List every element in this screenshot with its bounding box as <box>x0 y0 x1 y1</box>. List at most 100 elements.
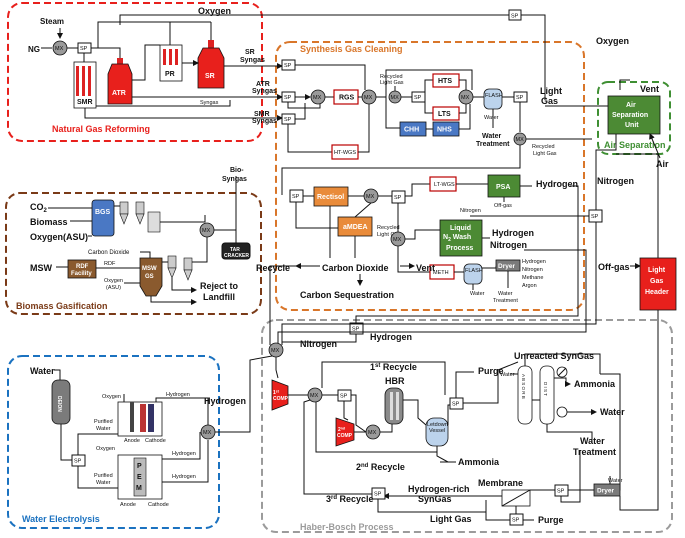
label-nitrogen-small: Nitrogen <box>460 208 481 214</box>
label-1st-recycle: 1st Recycle <box>370 362 417 372</box>
label-unreacted-syngas: Unreacted SynGas <box>514 351 594 361</box>
splitter-hb-top-label: SP <box>352 327 360 333</box>
flow-to-hts <box>424 79 433 97</box>
unit-hts-label: HTS <box>438 78 452 85</box>
flow-h2-pem2 <box>162 440 209 483</box>
flow-smr-syngas <box>84 108 283 121</box>
cyclones-msw-icon <box>167 255 193 281</box>
label-msw: MSW <box>30 263 53 273</box>
mixer-sgc-7-label: MX <box>393 237 402 243</box>
unit-rdf-label-2: Facility <box>71 271 92 277</box>
unit-pem-label-e: E <box>137 474 142 481</box>
splitter-hb-2-label: SP <box>452 402 460 408</box>
label-recycled-lg-4: Light Gas <box>533 151 557 157</box>
label-nitrogen-1: Nitrogen <box>597 176 634 186</box>
flow-1st-recycle <box>321 361 446 395</box>
unit-hbr <box>384 387 404 425</box>
flow-to-ltwgs <box>405 183 430 197</box>
flow-mx-tar <box>214 229 237 243</box>
flow-co2-mswgs <box>140 251 151 258</box>
flow-recycle-to-hb <box>269 265 296 345</box>
unit-msw-gs-label-1: MSW <box>142 266 157 272</box>
label-purified-1a: Purified <box>94 419 113 425</box>
splitter-top-label: SP <box>511 14 519 20</box>
label-water-flash: Water <box>484 115 499 121</box>
label-smr-syngas-2: Syngas <box>252 118 277 125</box>
splitter-hb-4-label: SP <box>374 492 382 498</box>
splitter-hb-3-label: SP <box>557 489 565 495</box>
unit-lgh-label-1: Light <box>648 267 666 274</box>
flow-lts-mx <box>459 104 467 114</box>
mixer-we-label: MX <box>203 430 212 436</box>
label-reject-1: Reject to <box>200 281 239 291</box>
label-hydrogen-4: Hydrogen <box>204 396 246 406</box>
flow-hbr-letdown <box>403 399 427 426</box>
splitter-sgc-3-label: SP <box>284 117 292 123</box>
label-water-hb2: Water <box>600 407 625 417</box>
mixer-hb-3-label: MX <box>368 430 377 436</box>
flow-sp3-mx <box>295 103 306 120</box>
label-co2: CO2 <box>30 202 48 214</box>
label-recycled-lg-3: Recycled <box>532 144 555 150</box>
label-ammonia-2: Ammonia <box>458 457 500 467</box>
pr-tubes-icon <box>163 49 178 65</box>
label-hydrogen-1: Hydrogen <box>536 179 578 189</box>
splitter-sgc-6-label: SP <box>292 194 300 200</box>
mixer-sgc-6-label: MX <box>366 194 375 200</box>
unit-asu-label-1: Air <box>626 102 636 109</box>
flow-sp2-down <box>287 102 321 109</box>
label-dryer-out-4: Argon <box>522 283 537 289</box>
unit-comp-2-label-2: COMP <box>337 433 353 439</box>
label-cathode-2: Cathode <box>148 502 169 508</box>
flow-h2-we1 <box>155 397 209 425</box>
label-carbon-dioxide-2: Carbon Dioxide <box>88 250 130 256</box>
label-water-3: Water <box>498 291 513 297</box>
flow-sp6-amdea <box>295 202 338 229</box>
unit-comp-1 <box>271 379 289 411</box>
splitter-sgc-4-label: SP <box>414 95 422 101</box>
splitter-sgc-2-label: SP <box>284 95 292 101</box>
label-dryer-out-2: Nitrogen <box>522 267 543 273</box>
label-h-rich-2: SynGas <box>418 494 452 504</box>
unit-pem-label-p: P <box>137 463 142 470</box>
unit-atr-label: ATR <box>112 90 126 97</box>
flow-flash2-dryer <box>482 266 497 269</box>
label-recycled-lg-5: Recycled <box>377 225 400 231</box>
region-biomass-gasification <box>5 192 262 315</box>
unit-hbr-label: HBR <box>385 376 405 386</box>
unit-atr <box>107 58 133 105</box>
label-water-treatment-4: Water <box>580 436 605 446</box>
flow-asu-nitrogen <box>595 134 617 210</box>
splitter-we-label: SP <box>74 459 82 465</box>
flow-nhs-mx <box>459 104 471 130</box>
label-nitrogen-3: Nitrogen <box>300 339 337 349</box>
flow-to-pr <box>97 21 171 48</box>
unit-pr-label: PR <box>165 71 175 78</box>
splitter-hb-5-label: SP <box>512 518 520 524</box>
unit-lnw-label-1: Liquid <box>450 225 471 232</box>
unit-pem <box>117 454 163 500</box>
mixer-sgc-3-label: MX <box>391 95 400 101</box>
flow-deion-sp <box>60 424 72 461</box>
flow-header-hb <box>619 310 659 511</box>
mixer-ng-label: MX <box>55 46 64 52</box>
region-natural-gas-reforming <box>7 2 263 142</box>
flow-mx-comp1 <box>275 357 279 379</box>
label-ng: NG <box>28 45 40 54</box>
flow-letdown-ammonia <box>436 446 449 463</box>
label-rdf: RDF <box>104 261 116 267</box>
flow-to-chh <box>385 97 400 129</box>
label-cathode-1: Cathode <box>145 438 166 444</box>
unit-meth-label: METH <box>433 270 449 276</box>
label-oxygen-asu-2a: Oxygen <box>104 278 123 284</box>
label-bio-syngas-1: Bio- <box>230 167 244 174</box>
flow-htwgs-mx <box>358 104 370 153</box>
unit-rdf <box>67 259 97 279</box>
region-label-hb: Haber-Bosch Process <box>300 522 394 532</box>
unit-rectisol-label: Rectisol <box>317 194 344 201</box>
flow-hydrogen-mx <box>282 334 357 343</box>
unit-letdown-label-1: Letdown <box>427 422 448 428</box>
label-syngas: Syngas <box>200 100 219 106</box>
flow-lnw-to-hb <box>277 249 587 345</box>
flow-h2-pem1 <box>162 432 201 460</box>
